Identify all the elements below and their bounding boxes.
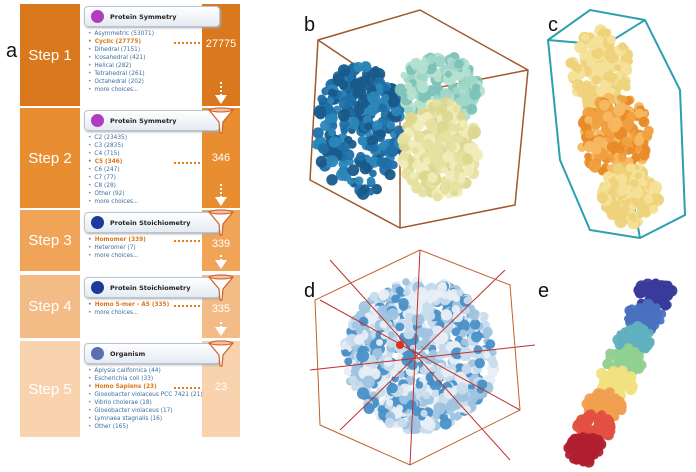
step-label: Step 4 (20, 275, 80, 338)
structure-b (309, 9, 529, 229)
filter-option[interactable]: C5 (346) (88, 158, 139, 166)
facet-header[interactable]: Protein Stoichiometry (84, 212, 220, 233)
funnel-icon (208, 340, 234, 367)
filter-option[interactable]: Escherichia coli (33) (88, 375, 203, 383)
filter-option[interactable]: Octahedral (202) (88, 78, 154, 86)
pie-icon (91, 10, 104, 23)
panel-label-d: d (304, 280, 316, 302)
dotted-connector (174, 240, 200, 242)
step-label: Step 1 (20, 4, 80, 106)
count-value: 27775 (205, 38, 237, 50)
step-2: Step 2 Protein Symmetry C2 (23435)C3 (28… (20, 107, 240, 208)
filter-option[interactable]: more choices... (88, 86, 154, 94)
facet-header[interactable]: Organism (84, 343, 220, 364)
dotted-connector (174, 162, 200, 164)
facet-options: Aplysia californica (44)Escherichia coli… (88, 367, 203, 431)
structure-c (546, 8, 687, 240)
filter-option[interactable]: Asymmetric (53071) (88, 30, 154, 38)
filter-option[interactable]: Other (165) (88, 423, 203, 431)
facet-panel: Organism Aplysia californica (44)Escheri… (82, 341, 220, 437)
dotted-connector (174, 42, 200, 44)
filter-option[interactable]: Lymnaea stagnalis (16) (88, 415, 203, 423)
result-count: 27775 (202, 4, 240, 106)
down-arrow-icon (215, 82, 227, 104)
facet-title: Protein Symmetry (110, 116, 177, 125)
facet-title: Protein Symmetry (110, 12, 177, 21)
facet-options: Asymmetric (53071)Cyclic (27775)Dihedral… (88, 30, 154, 94)
step-label: Step 2 (20, 108, 80, 208)
facet-header[interactable]: Protein Symmetry (84, 6, 220, 27)
structure-d (309, 249, 536, 466)
filter-option[interactable]: Heteromer (7) (88, 244, 146, 252)
funnel-icon (208, 107, 234, 134)
filter-option[interactable]: more choices... (88, 198, 138, 206)
panel-label-a: a (6, 40, 18, 62)
down-arrow-icon (215, 255, 227, 269)
down-arrow-icon (215, 322, 227, 336)
facet-header[interactable]: Protein Symmetry (84, 110, 220, 131)
facet-options: C2 (23435)C3 (2835)C4 (715)C5 (346)C6 (2… (88, 134, 139, 206)
organism-icon (91, 347, 104, 360)
facet-panel: Protein Symmetry C2 (23435)C3 (2835)C4 (… (82, 108, 220, 208)
filter-option[interactable]: Dihedral (7151) (88, 46, 154, 54)
count-value: 23 (214, 381, 228, 393)
count-value: 335 (211, 303, 231, 315)
facet-options: Homomer (339)Heteromer (7)more choices..… (88, 236, 146, 260)
dotted-connector (174, 305, 200, 307)
filter-option[interactable]: Vibrio cholerae (18) (88, 399, 203, 407)
filter-option[interactable]: C7 (77) (88, 174, 139, 182)
panel-label-c: c (548, 14, 558, 36)
funnel-icon (208, 209, 234, 236)
filter-option[interactable]: Tetrahedral (261) (88, 70, 154, 78)
count-value: 346 (211, 152, 231, 164)
panel-label-b: b (304, 14, 316, 36)
filter-option[interactable]: C2 (23435) (88, 134, 139, 142)
panel-label-e: e (538, 280, 550, 302)
filter-option[interactable]: C8 (28) (88, 182, 139, 190)
filter-option[interactable]: Homomer (339) (88, 236, 146, 244)
filter-option[interactable]: Cyclic (27775) (88, 38, 154, 46)
facet-title: Organism (110, 349, 146, 358)
facet-options: Homo 5-mer - A5 (335)more choices... (88, 301, 169, 317)
pie-icon (91, 114, 104, 127)
down-arrow-icon (215, 184, 227, 206)
funnel-icon (208, 274, 234, 301)
step-4: Step 4 Protein Stoichiometry Homo 5-mer … (20, 274, 240, 338)
step-3: Step 3 Protein Stoichiometry Homomer (33… (20, 209, 240, 271)
filter-option[interactable]: Other (92) (88, 190, 139, 198)
filter-option[interactable]: C6 (247) (88, 166, 139, 174)
dotted-connector (174, 387, 200, 389)
facet-title: Protein Stoichiometry (110, 283, 191, 292)
stoichiometry-icon (91, 281, 104, 294)
filter-option[interactable]: Icosahedral (421) (88, 54, 154, 62)
count-value: 339 (211, 238, 231, 250)
filter-option[interactable]: Aplysia californica (44) (88, 367, 203, 375)
filter-option[interactable]: more choices... (88, 309, 169, 317)
step-label: Step 5 (20, 341, 80, 437)
filter-option[interactable]: C3 (2835) (88, 142, 139, 150)
step-label: Step 3 (20, 210, 80, 271)
step-1: Step 1 Protein Symmetry Asymmetric (5307… (20, 4, 240, 106)
stoichiometry-icon (91, 216, 104, 229)
filter-option[interactable]: Homo Sapiens (23) (88, 383, 203, 391)
filter-option[interactable]: Homo 5-mer - A5 (335) (88, 301, 170, 309)
filter-option[interactable]: Helical (282) (88, 62, 154, 70)
step-5: Step 5 Organism Aplysia californica (44)… (20, 340, 240, 437)
filter-option[interactable]: C4 (715) (88, 150, 139, 158)
facet-title: Protein Stoichiometry (110, 218, 191, 227)
filter-option[interactable]: Gloeobacter violaceus PCC 7421 (21) (88, 391, 202, 399)
facet-panel: Protein Symmetry Asymmetric (53071)Cycli… (82, 4, 220, 106)
facet-header[interactable]: Protein Stoichiometry (84, 277, 220, 298)
filter-option[interactable]: more choices... (88, 252, 146, 260)
filter-option[interactable]: Gloeobacter violaceus (17) (88, 407, 203, 415)
structure-e (563, 278, 678, 468)
